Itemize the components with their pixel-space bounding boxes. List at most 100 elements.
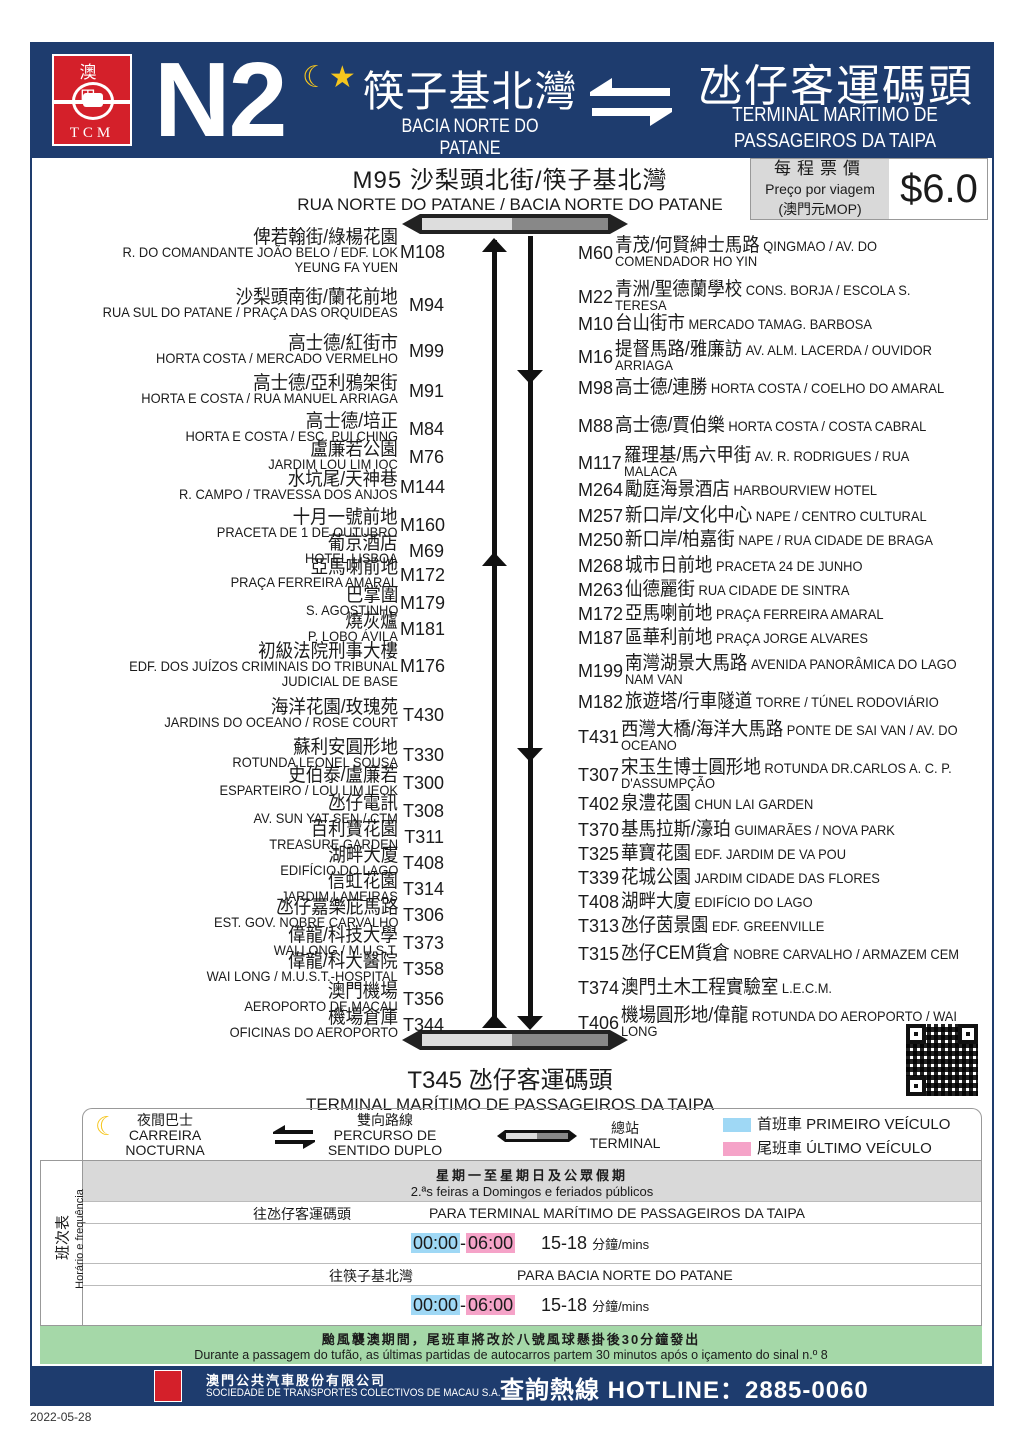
legend-last-bus: 尾班車 ÚLTIMO VEÍCULO [723,1141,932,1157]
qr-code[interactable] [906,1024,978,1096]
company-name-pt: SOCIEDADE DE TRANSPORTES COLECTIVOS DE M… [206,1387,501,1399]
tcm-logo-small [154,1370,182,1402]
start-terminal-pt: RUA NORTE DO PATANE / BACIA NORTE DO PAT… [297,195,723,214]
terminal-bar-icon [497,1130,577,1142]
frequency: 15-18 [541,1295,588,1315]
down-arrow-icon [517,1016,543,1030]
hotline[interactable]: 查詢熱線 HOTLINE：2885-0060 [500,1377,869,1404]
first-bus-time: 00:00 [411,1233,461,1253]
night-moon-icon: ☾★ [302,61,356,94]
end-terminal-pt: TERMINAL MARÍTIMO DE PASSAGEIROS DA TAIP… [305,1095,715,1114]
end-terminal: T345 氹仔客運碼頭 TERMINAL MARÍTIMO DE PASSAGE… [250,1060,770,1115]
legend-first-bus: 首班車 PRIMEIRO VEÍCULO [723,1117,950,1133]
start-terminal-zh: M95 沙梨頭北街/筷子基北灣 [352,167,668,194]
tcm-logo: 澳巴 TCM [52,54,132,146]
fare-unit: (澳門元MOP) [778,201,862,217]
end-terminal-zh: T345 氹仔客運碼頭 [407,1067,613,1094]
print-date: 2022-05-28 [30,1410,92,1424]
fare-box: 每程票價 Preço por viagem (澳門元MOP) $6.0 [750,158,988,220]
first-bus-time: 00:00 [411,1295,461,1315]
logo-bottom-text: TCM [69,125,115,141]
up-arrow-icon [482,1014,507,1028]
last-bus-time: 06:00 [466,1295,516,1315]
direction-2: 往筷子基北灣 PARA BACIA NORTE DO PATANE [83,1263,981,1285]
two-way-arrows-icon [590,78,672,126]
direction-1-times: 00:00-06:00 15-18 分鐘/mins [83,1223,981,1263]
destination-zh: 氹仔客運碼頭 [698,62,974,111]
fare-label-zh: 每程票價 [774,159,866,178]
last-bus-time: 06:00 [466,1233,516,1253]
legend-terminal: 總站 TERMINAL [497,1121,667,1151]
two-way-arrows-icon [273,1125,315,1149]
origin-pt: BACIA NORTE DO PATANE [401,116,539,159]
up-arrow-icon [482,552,507,566]
terminal-bar-bottom [402,1030,628,1050]
company-name-zh: 澳門公共汽車股份有限公司 [206,1373,387,1388]
down-arrow-icon [517,748,543,762]
legend-night: ☾ 夜間巴士 CARREIRA NOCTURNA [95,1111,205,1158]
legend-two-way: 雙向路線 PERCURSO DE SENTIDO DUPLO [273,1113,453,1158]
frequency: 15-18 [541,1233,588,1253]
direction-1: 往氹仔客運碼頭 PARA TERMINAL MARÍTIMO DE PASSAG… [83,1201,981,1223]
timetable-label-zh: 班次表 [54,1215,72,1261]
destination-pt: TERMINAL MARÍTIMO DE PASSAGEIROS DA TAIP… [732,104,938,152]
footer: 澳門公共汽車股份有限公司 SOCIEDADE DE TRANSPORTES CO… [30,1366,994,1406]
route-header: 澳巴 TCM N2 ☾★ 筷子基北灣 BACIA NORTE DO PATANE… [30,42,994,159]
down-arrow-icon [517,370,543,384]
route-line-inbound [528,236,533,1024]
fare-label-pt: Preço por viagem [765,181,875,197]
typhoon-notice: 颱風襲澳期間，尾班車將改於八號風球懸掛後30分鐘發出 Durante a pas… [40,1326,982,1364]
direction-2-times: 00:00-06:00 15-18 分鐘/mins [83,1285,981,1325]
origin-zh: 筷子基北灣 [362,68,578,115]
